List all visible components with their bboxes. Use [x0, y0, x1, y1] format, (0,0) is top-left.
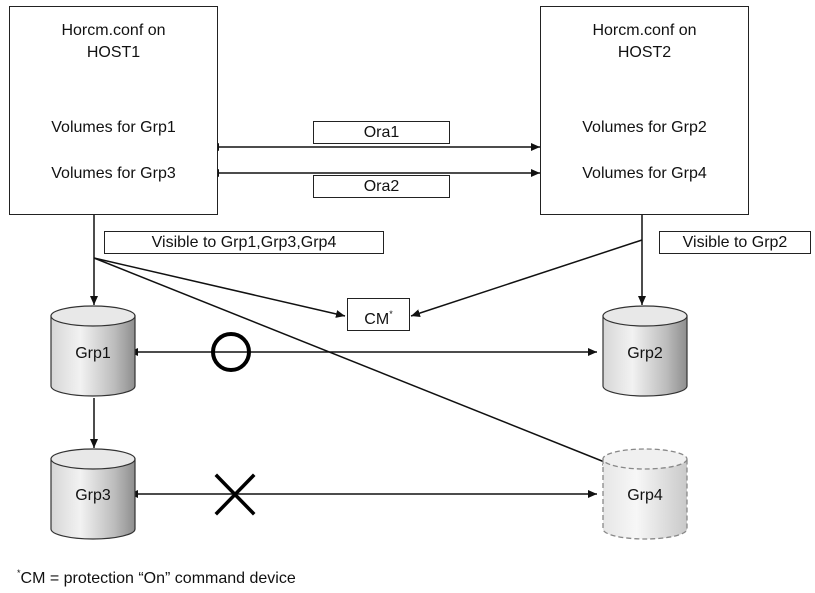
host2-volumes-grp4: Volumes for Grp4	[582, 165, 707, 182]
grp3-label: Grp3	[75, 487, 111, 504]
footnote: *CM = protection “On” command device	[17, 564, 296, 588]
host1-volumes-grp1: Volumes for Grp1	[51, 119, 176, 136]
ora2-label: Ora2	[313, 175, 450, 198]
grp1-label: Grp1	[75, 345, 111, 362]
host2-volumes-grp2: Volumes for Grp2	[582, 119, 707, 136]
denied-cross-icon	[214, 473, 256, 516]
grp4-label: Grp4	[627, 487, 663, 504]
host1-title-line1: Horcm.conf on	[61, 22, 166, 39]
host1-visibility-label: Visible to Grp1,Grp3,Grp4	[104, 231, 384, 254]
grp1-volume-cylinder	[50, 305, 136, 397]
host2-title-line1: Horcm.conf on	[592, 22, 697, 39]
grp2-volume-cylinder	[602, 305, 688, 397]
footnote-mark: *	[17, 568, 21, 578]
allowed-circle-icon	[211, 332, 251, 372]
command-device-box: CM*	[347, 298, 410, 331]
host2-visibility-label: Visible to Grp2	[659, 231, 811, 254]
command-device-footnote-mark: *	[389, 309, 393, 319]
host2-config-box: Horcm.conf on HOST2 Volumes for Grp2 Vol…	[540, 6, 749, 215]
host1-volumes-grp3: Volumes for Grp3	[51, 165, 176, 182]
host1-to-cm-arrow	[93, 257, 346, 318]
command-device-label: CM	[364, 311, 390, 328]
grp3-volume-cylinder	[50, 448, 136, 540]
host2-title-line2: HOST2	[617, 44, 672, 61]
ora1-label: Ora1	[313, 121, 450, 144]
host1-title-line2: HOST1	[86, 44, 141, 61]
host1-to-grp4-arrow	[93, 257, 613, 466]
grp4-volume-cylinder	[602, 448, 688, 540]
host2-to-cm-arrow	[410, 239, 643, 317]
footnote-text: CM = protection “On” command device	[20, 570, 296, 587]
host1-config-box: Horcm.conf on HOST1 Volumes for Grp1 Vol…	[9, 6, 218, 215]
grp2-label: Grp2	[627, 345, 663, 362]
